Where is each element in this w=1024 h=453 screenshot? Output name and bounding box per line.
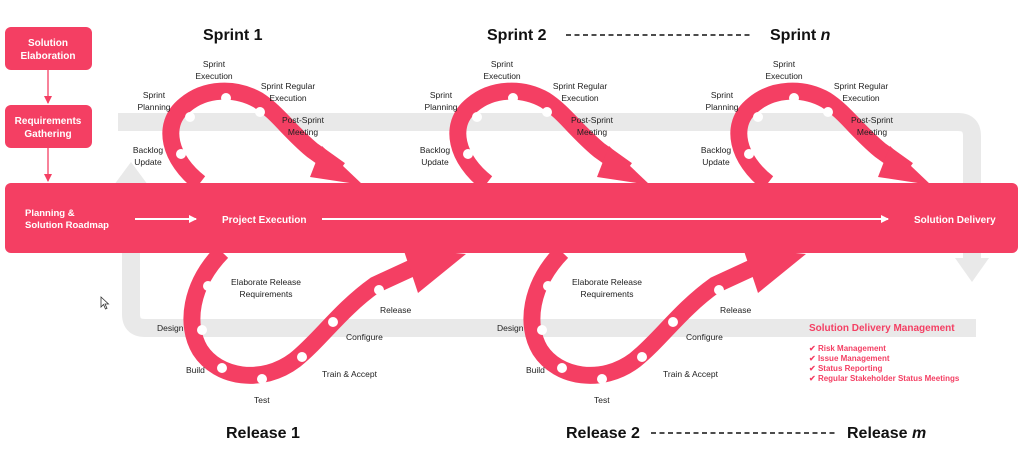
management-panel: Solution Delivery Management ✔ Risk Mana… — [809, 323, 960, 383]
sprint-2-title: Sprint 2 — [487, 27, 547, 44]
sprint-n-title: Sprint n — [770, 27, 831, 44]
svg-text:✔ Risk Management: ✔ Risk Management — [809, 344, 886, 353]
svg-text:✔ Status Reporting: ✔ Status Reporting — [809, 364, 882, 373]
cursor-icon — [100, 296, 110, 310]
svg-text:Train & Accept: Train & Accept — [322, 369, 378, 379]
release-loop-2 — [523, 246, 806, 384]
svg-text:Configure: Configure — [686, 332, 723, 342]
planning-roadmap-label: Planning &Solution Roadmap — [25, 208, 109, 231]
release-loop-1 — [183, 246, 466, 384]
svg-text:✔ Issue Management: ✔ Issue Management — [809, 354, 890, 363]
svg-text:Release: Release — [380, 305, 411, 315]
check-icon: ✔ — [809, 354, 816, 363]
release-1-title: Release 1 — [226, 425, 300, 442]
check-icon: ✔ — [809, 374, 816, 383]
release-2-title: Release 2 — [566, 425, 640, 442]
solution-delivery-label: Solution Delivery — [914, 215, 996, 226]
svg-text:✔ Regular Stakeholder Status M: ✔ Regular Stakeholder Status Meetings — [809, 374, 960, 383]
management-list: ✔ Risk Management ✔ Issue Management ✔ S… — [809, 344, 960, 383]
svg-text:Design: Design — [497, 323, 524, 333]
main-bar: Planning &Solution Roadmap Project Execu… — [5, 183, 1018, 253]
check-icon: ✔ — [809, 364, 816, 373]
check-icon: ✔ — [809, 344, 816, 353]
sprint-loop-1 — [162, 82, 363, 190]
sprint-1-title: Sprint 1 — [203, 27, 263, 44]
release-m-title: Release m — [847, 425, 926, 442]
sprint-loop-n — [730, 82, 931, 190]
svg-text:Release: Release — [720, 305, 751, 315]
release-headers: Release 1 Release 2 Release m — [226, 425, 926, 442]
svg-text:Test: Test — [254, 395, 270, 405]
sprint-loop-2 — [449, 82, 650, 190]
sprint-headers: Sprint 1 Sprint 2 Sprint n — [203, 27, 831, 44]
svg-text:Design: Design — [157, 323, 184, 333]
background-track — [114, 113, 989, 337]
svg-text:Train & Accept: Train & Accept — [663, 369, 719, 379]
project-execution-label: Project Execution — [222, 215, 306, 226]
svg-text:Test: Test — [594, 395, 610, 405]
svg-text:Configure: Configure — [346, 332, 383, 342]
management-title: Solution Delivery Management — [809, 323, 955, 334]
svg-text:Build: Build — [526, 365, 545, 375]
svg-text:Build: Build — [186, 365, 205, 375]
